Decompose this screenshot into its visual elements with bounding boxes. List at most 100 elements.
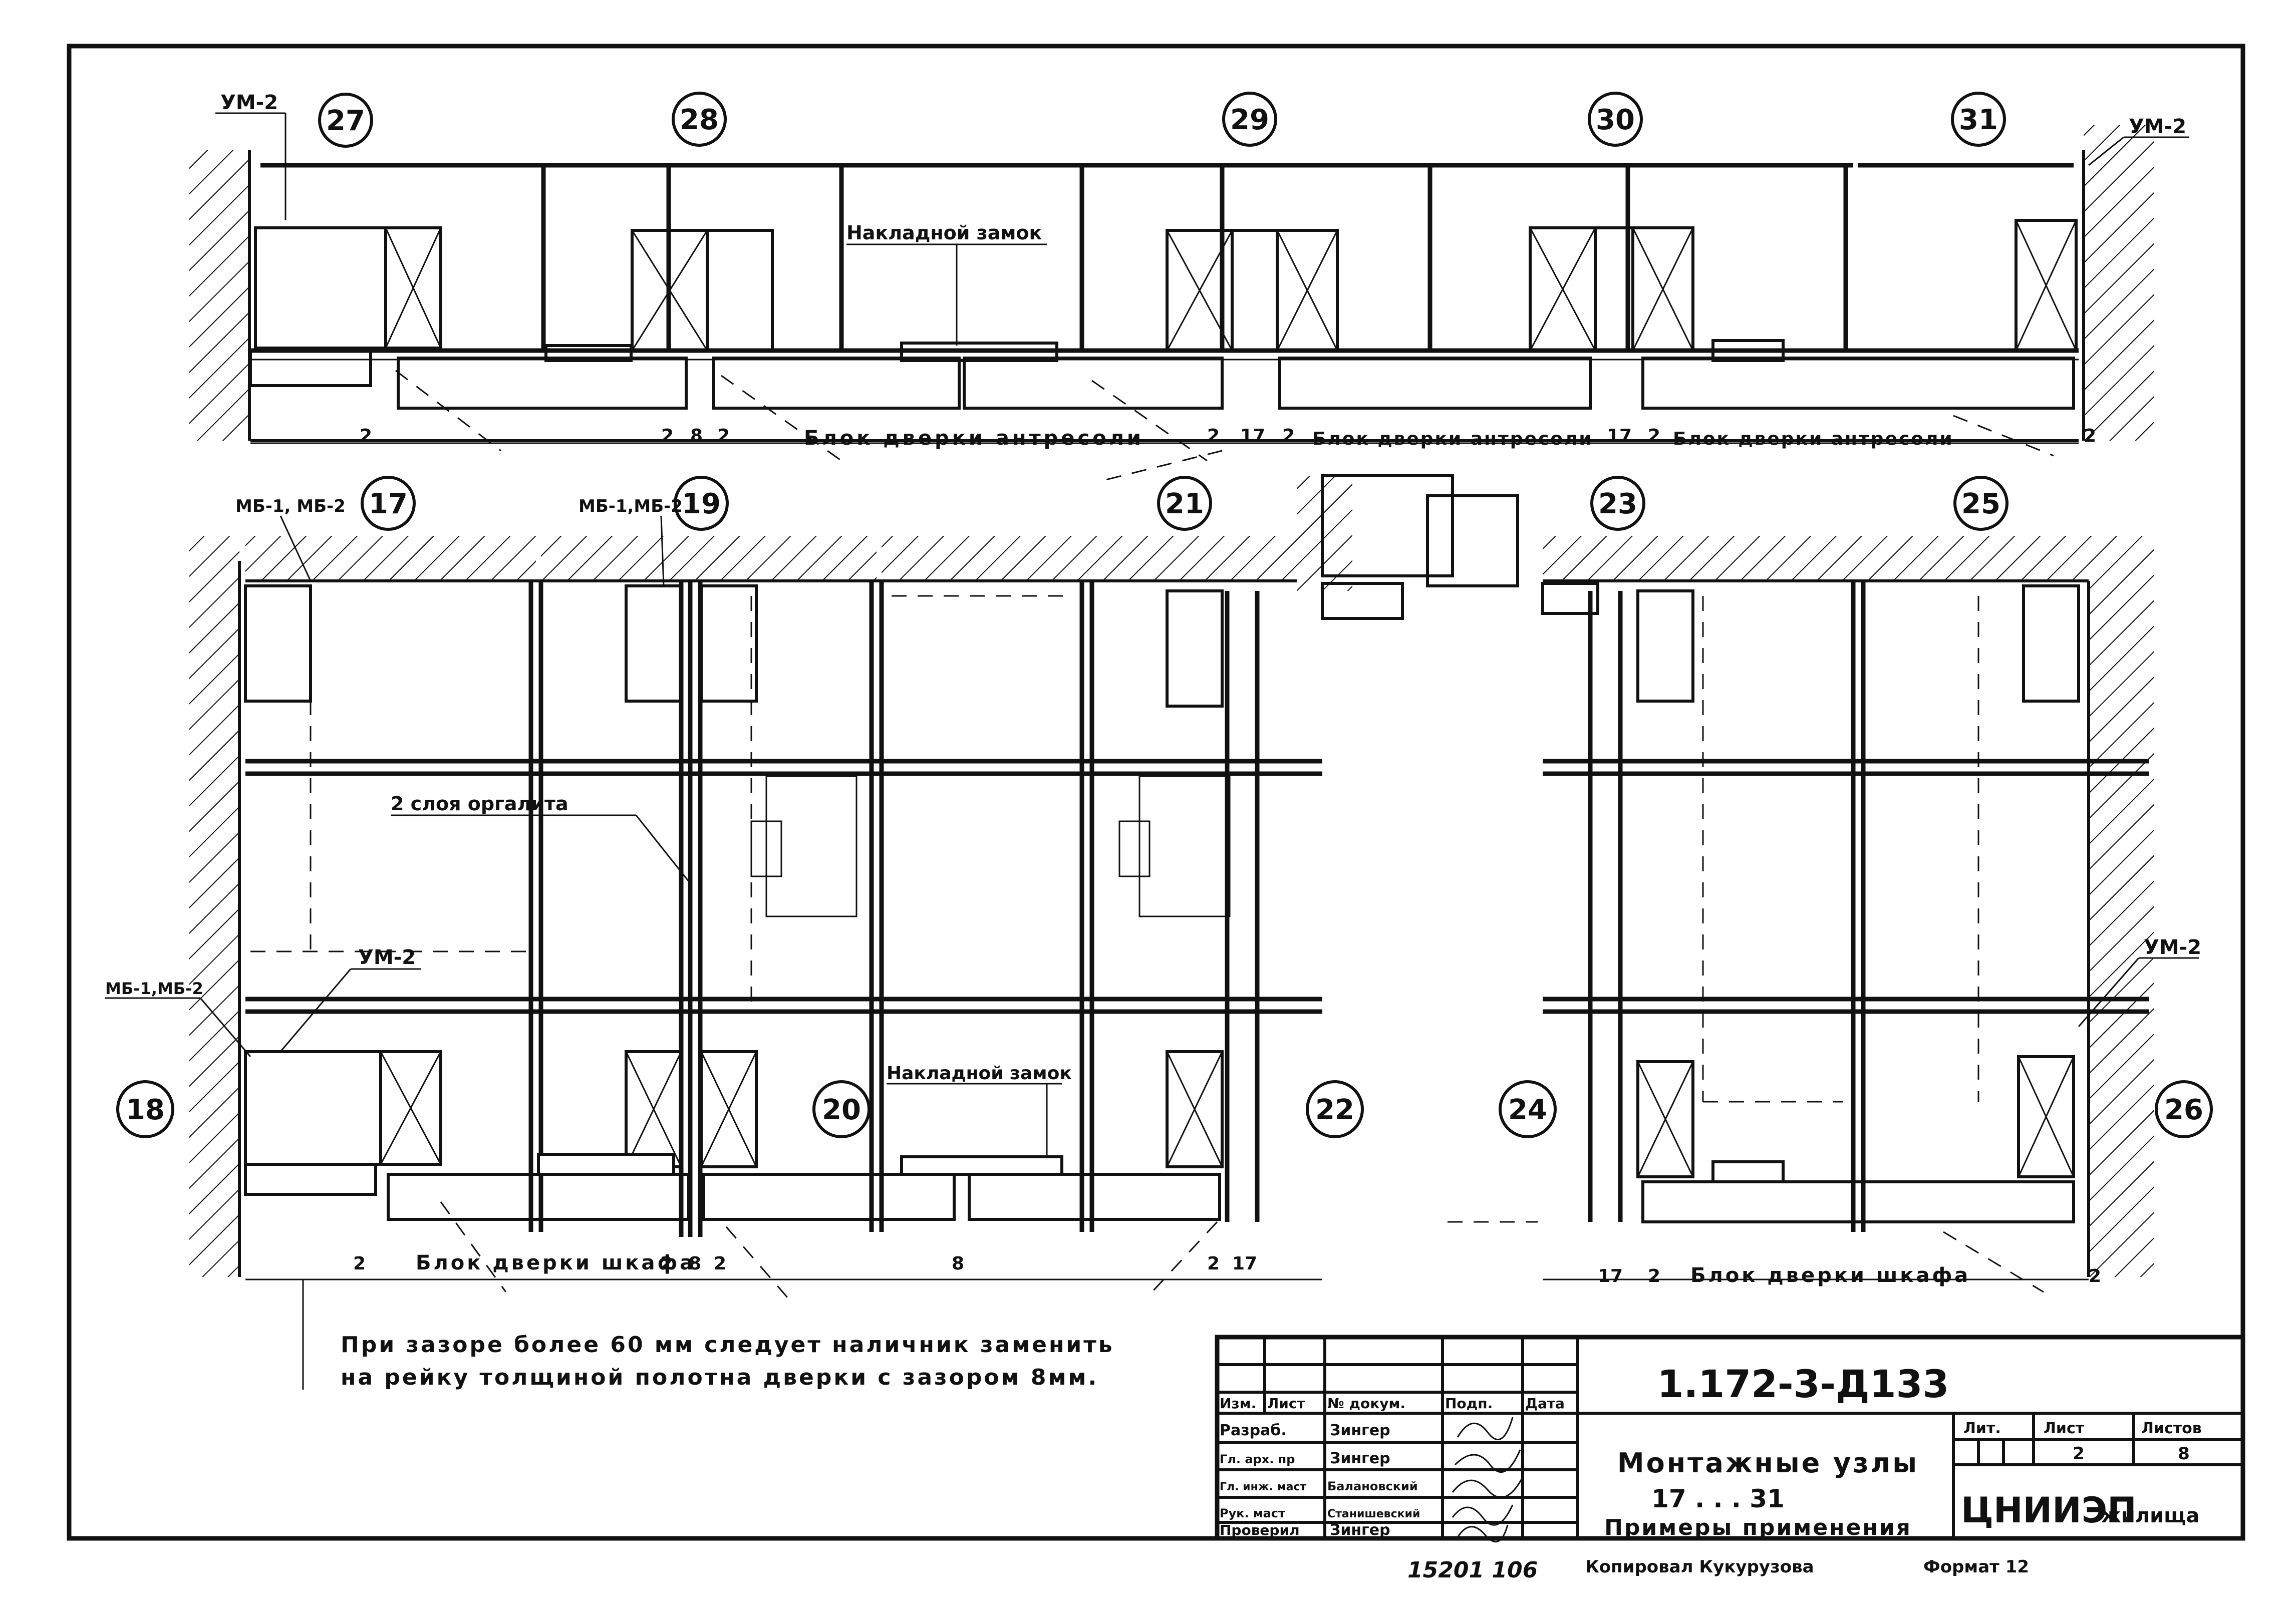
marker-19: 19 (682, 488, 721, 520)
tb-sheets-value: 8 (2178, 1444, 2190, 1464)
markers-top: 27 28 29 30 31 (318, 92, 2006, 148)
marker-25: 25 (1961, 488, 2000, 520)
tb-header-doc: № докум. (1327, 1395, 1405, 1412)
dim-top-8: 8 (690, 426, 703, 446)
wood-section-17 (244, 584, 312, 703)
sheet-frame (67, 44, 2245, 1541)
dim-bot-2f: 2 (2089, 1266, 2101, 1286)
wood-section-25 (2022, 584, 2080, 703)
marker-21: 21 (1165, 488, 1204, 520)
label-lock-top: Накладной замок (846, 222, 1042, 244)
footer-copied-by: Копировал Кукурузова (1585, 1557, 1814, 1577)
markers-middle: 17 19 21 23 25 (361, 476, 2008, 531)
marker-26: 26 (2164, 1094, 2203, 1126)
label-um2-top-right: УМ-2 (2129, 115, 2186, 138)
tb-title-1: Монтажные узлы (1617, 1447, 1919, 1479)
tb-lit-label: Лит. (1963, 1420, 2001, 1437)
wood-section-21 (1166, 582, 1404, 708)
dim-top-17a: 17 (1240, 426, 1265, 446)
marker-17: 17 (369, 488, 408, 520)
signatures (1452, 1417, 1524, 1543)
label-block-cabinet-1: Блок дверки шкафа (416, 1251, 696, 1274)
wood-section-20 (625, 1050, 758, 1168)
tb-role-4: Проверил (1220, 1522, 1300, 1538)
label-orgalite: 2 слоя оргалита (391, 793, 568, 815)
dim-bot-8b: 8 (952, 1253, 964, 1274)
label-mb-17: МБ-1, МБ-2 (235, 496, 346, 516)
marker-22: 22 (1315, 1094, 1354, 1126)
dim-bot-2b: 2 (660, 1253, 673, 1274)
label-um2-top-left: УМ-2 (220, 91, 278, 114)
tb-sheet-label: Лист (2044, 1420, 2085, 1437)
label-block-mezzanine-3: Блок дверки антресоли (1673, 429, 1954, 449)
wall-hatch-top-left (189, 150, 249, 441)
marker-24: 24 (1508, 1094, 1547, 1126)
middle-section (189, 474, 2154, 1332)
tb-sheet-value: 2 (2073, 1444, 2085, 1464)
tb-title-2: 17 . . . 31 (1651, 1484, 1785, 1513)
wood-section-26 (2017, 1055, 2075, 1178)
tb-role-2: Гл. инж. маст (1220, 1481, 1307, 1493)
wood-section-22 (1166, 1050, 1224, 1168)
label-block-mezzanine-1: Блок дверки антресоли (804, 427, 1144, 450)
label-mb-19: МБ-1,МБ-2 (579, 496, 683, 516)
dim-top-2g: 2 (2084, 426, 2096, 446)
tb-doc-code: 1.172-3-Д133 (1657, 1362, 1949, 1406)
dim-bot-17b: 17 (1598, 1266, 1623, 1286)
note-line-2: на рейку толщиной полотна дверки с зазор… (341, 1365, 1098, 1390)
marker-20: 20 (822, 1094, 861, 1126)
marker-30: 30 (1596, 104, 1635, 136)
dim-bot-17a: 17 (1232, 1253, 1257, 1274)
footer-format: Формат 12 (1923, 1557, 2029, 1577)
label-um2-right: УМ-2 (2144, 936, 2201, 959)
dim-top-2b: 2 (661, 426, 674, 446)
label-mb-18: МБ-1,МБ-2 (105, 979, 203, 998)
dim-bot-2d: 2 (1207, 1253, 1220, 1274)
wood-section-24 (1636, 1060, 1694, 1178)
tb-title-3: Примеры применения (1604, 1515, 1912, 1540)
dim-top-2e: 2 (1282, 426, 1295, 446)
tb-header-sign: Подп. (1445, 1395, 1493, 1412)
tb-role-1: Гл. арх. пр (1220, 1452, 1295, 1466)
tb-org-sub: жилища (2101, 1504, 2199, 1527)
tb-header-list: Лист (1267, 1395, 1305, 1412)
wood-section-31 (2015, 219, 2078, 352)
wall-hatch-top-right (2084, 125, 2154, 441)
marker-31: 31 (1959, 104, 1998, 136)
door-panels-top (397, 357, 2075, 410)
dim-bot-2a: 2 (353, 1253, 366, 1274)
marker-29: 29 (1230, 104, 1269, 136)
wood-section-28 (631, 229, 774, 352)
tb-role-0: Разраб. (1220, 1422, 1287, 1439)
tb-name-4: Зингер (1330, 1521, 1390, 1539)
tb-sheets-label: Листов (2141, 1420, 2202, 1437)
top-section (189, 125, 2154, 482)
dim-bot-2e: 2 (1648, 1266, 1660, 1286)
tb-name-0: Зингер (1330, 1422, 1390, 1439)
wood-section-29 (1166, 229, 1339, 352)
note-line-1: При зазоре более 60 мм следует наличник … (341, 1332, 1114, 1358)
marker-27: 27 (326, 105, 365, 137)
tb-name-3: Станишевский (1327, 1508, 1420, 1520)
wood-section-23 (1541, 582, 1694, 703)
title-block: Изм. Лист № докум. Подп. Дата Разраб. Зи… (1215, 1335, 2245, 1543)
dim-top-2f: 2 (1648, 426, 1660, 446)
wood-section-18 (244, 1050, 442, 1196)
tb-role-3: Рук. маст (1220, 1506, 1285, 1520)
label-block-cabinet-2: Блок дверки шкафа (1690, 1264, 1970, 1287)
dim-top-2c: 2 (717, 426, 730, 446)
dim-bot-2c: 2 (714, 1253, 726, 1274)
wood-section-30 (1529, 226, 1694, 352)
tb-name-1: Зингер (1330, 1450, 1390, 1467)
dim-top-2d: 2 (1207, 426, 1220, 446)
dim-bot-8a: 8 (689, 1253, 701, 1274)
label-block-mezzanine-2: Блок дверки антресоли (1312, 429, 1593, 449)
dim-top-17b: 17 (1607, 426, 1632, 446)
wood-section-19 (625, 584, 758, 703)
marker-18: 18 (126, 1094, 165, 1126)
dim-top-2a: 2 (360, 426, 372, 446)
label-lock-bottom: Накладной замок (887, 1063, 1072, 1084)
tb-header-izm: Изм. (1220, 1395, 1256, 1412)
markers-bottom: 18 20 22 24 26 (116, 1080, 2213, 1138)
